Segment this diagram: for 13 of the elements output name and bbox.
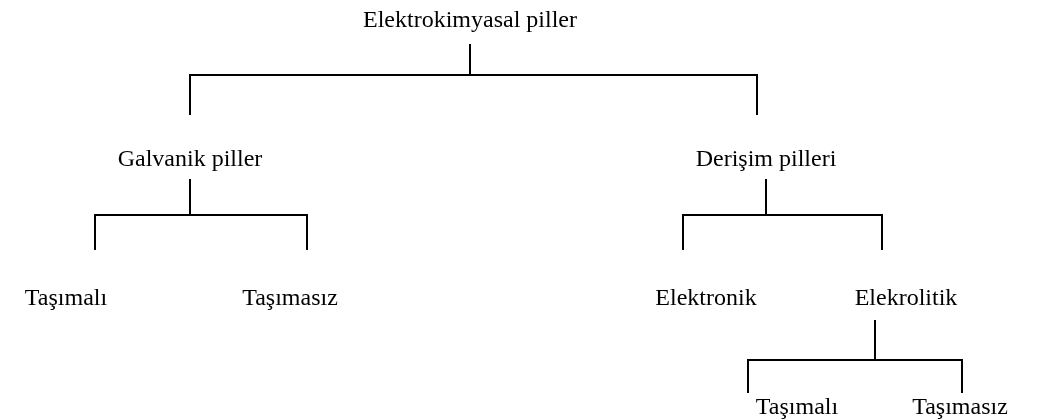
connector-line (765, 178, 883, 251)
connector-line (874, 319, 963, 394)
tree-label: Taşımalı (755, 393, 839, 419)
tree-label: Taşımalı (24, 283, 108, 312)
tree-label: Elekrolitik (854, 283, 958, 312)
tree-label: Galvanik piller (117, 144, 263, 173)
tree-label: Elektrokimyasal piller (363, 5, 577, 34)
tree-label: Taşımasız (242, 283, 338, 312)
connector-line (469, 43, 758, 116)
connector-line (189, 178, 308, 251)
tree-label: Taşımasız (912, 393, 1008, 419)
tree-label: Derişim pilleri (695, 144, 837, 173)
tree-label: Elektronik (655, 283, 757, 312)
